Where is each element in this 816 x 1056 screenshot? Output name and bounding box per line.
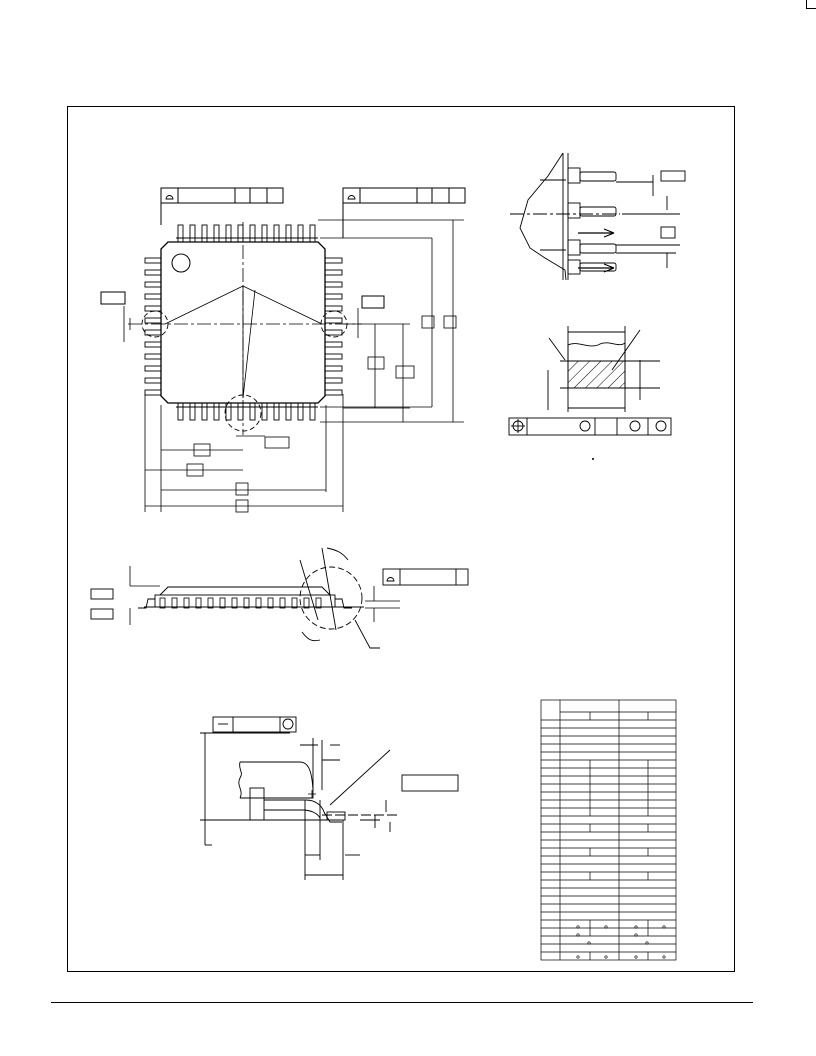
- page-footer-rule: [51, 1002, 753, 1003]
- datum-frame-left: [160, 187, 284, 225]
- detail-circles: [141, 310, 348, 432]
- bottom-leads: [176, 402, 318, 421]
- right-leads: [324, 257, 343, 396]
- right-dimensions: [318, 219, 464, 423]
- lead-detail-view: [510, 152, 686, 281]
- datum-frame-right: [342, 187, 466, 238]
- dimension-table: [540, 699, 677, 961]
- side-view: [90, 547, 469, 649]
- datum-box-left: [100, 291, 126, 305]
- section-view: [508, 326, 672, 461]
- drawing-frame: [67, 106, 735, 972]
- top-view: [100, 187, 466, 513]
- lead-form-detail: [200, 716, 459, 880]
- center-lines: [128, 222, 362, 435]
- datum-pointers: [164, 285, 323, 399]
- top-leads: [176, 224, 318, 243]
- bottom-dimensions: [144, 394, 344, 513]
- datum-box-right: [361, 295, 385, 309]
- left-leads: [144, 257, 162, 396]
- corner-crop-mark: [806, 0, 816, 9]
- pin1-dot: [171, 253, 191, 273]
